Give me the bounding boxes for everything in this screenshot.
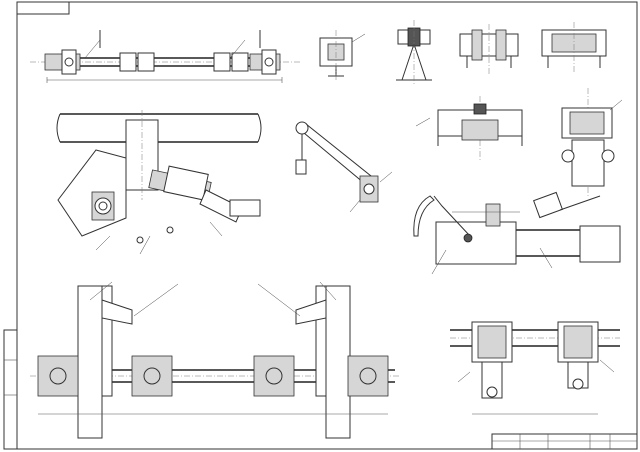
- view-detail-4: [541, 22, 607, 74]
- view-plan-bottom: [30, 281, 400, 439]
- view-detail-3: [459, 24, 519, 74]
- view-mounted-assembly: [56, 110, 262, 255]
- view-clamp-pair: [450, 321, 620, 415]
- sheet-frame: [16, 1, 638, 450]
- view-hitch-assembly: [413, 191, 621, 275]
- side-stamp: [3, 329, 18, 450]
- view-detail-1: [319, 30, 366, 82]
- view-bracket: [561, 88, 623, 196]
- view-angled-link: [295, 121, 393, 213]
- title-block: [491, 433, 638, 450]
- view-clamp: [415, 96, 523, 160]
- view-detail-2: [396, 20, 432, 86]
- view-rod-assembly: [30, 30, 300, 83]
- corner-stamp-top-left: [16, 1, 70, 15]
